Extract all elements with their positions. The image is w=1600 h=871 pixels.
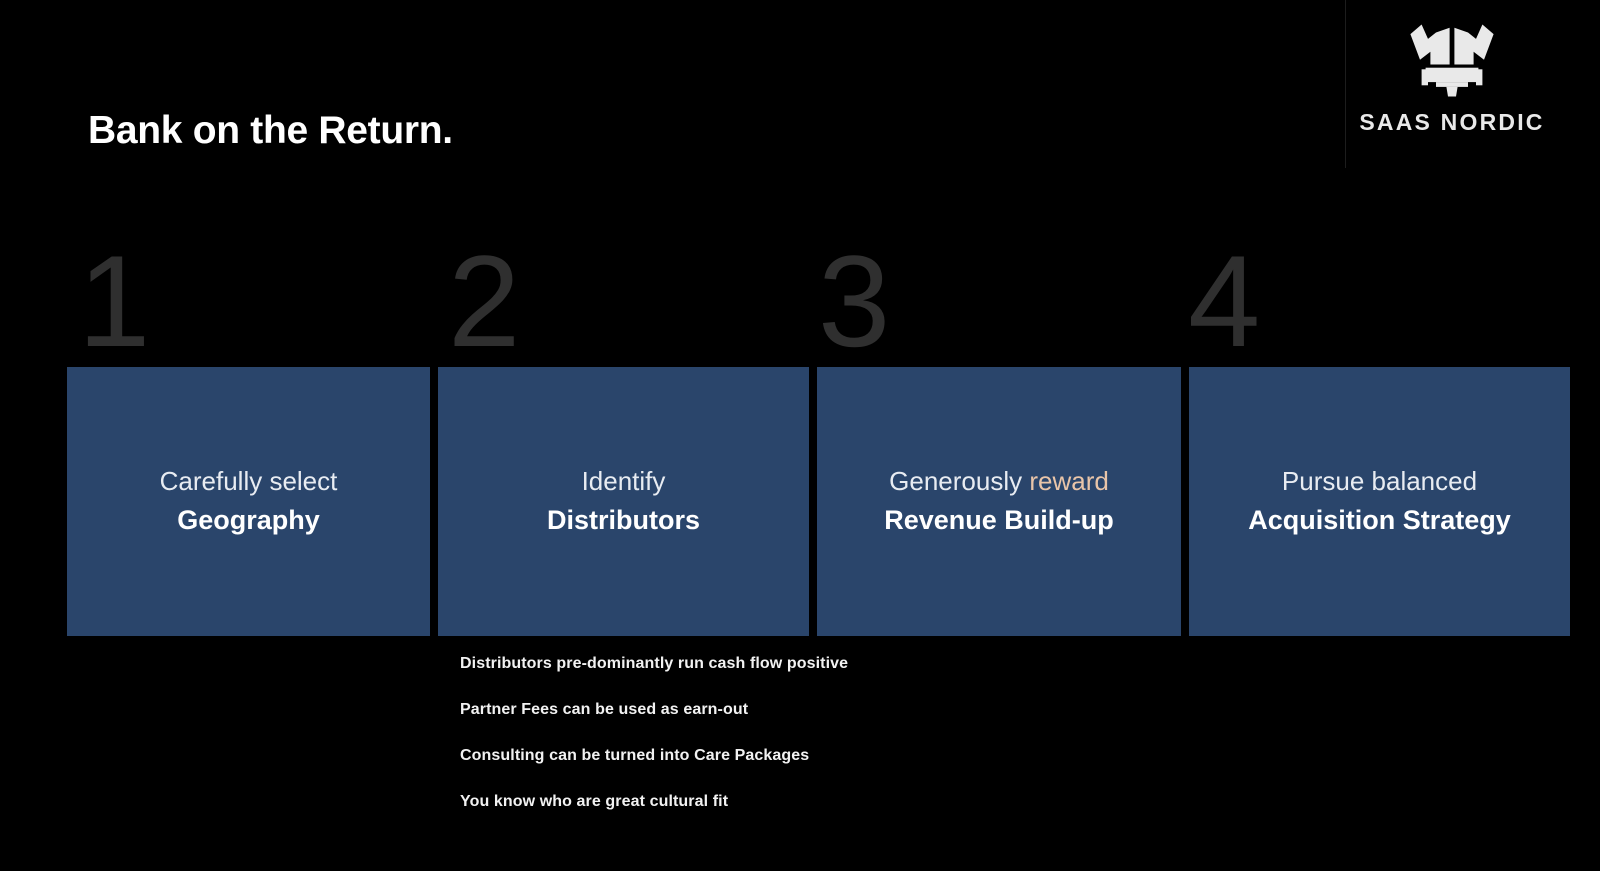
step-card-3-line1-accent: reward [1029,466,1109,496]
brand-name: SAAS NORDIC [1359,109,1545,135]
step-card-2-text: Identify Distributors [535,465,712,537]
step-card-3-line1: Generously reward [884,465,1114,498]
step-card-4-text: Pursue balanced Acquisition Strategy [1236,465,1523,537]
step-card-1-line1-text: Carefully select [159,466,338,496]
header-divider [1345,0,1346,168]
step-card-2[interactable]: Identify Distributors [438,367,809,636]
step-card-4-line1-text: Pursue balanced [1281,466,1478,496]
step-card-3-text: Generously reward Revenue Build-up [872,465,1126,537]
note-item: Partner Fees can be used as earn-out [460,701,749,718]
step-card-2-line2: Distributors [546,504,700,535]
step-card-2-line1-text: Identify [581,466,666,496]
step-card-4-line1: Pursue balanced [1248,465,1511,498]
step-number-3: 3 [818,228,891,374]
step-card-2-line1: Identify [547,465,700,498]
step-card-1-text: Carefully select Geography [148,465,350,537]
note-item: Consulting can be turned into Care Packa… [460,747,810,764]
step-card-3[interactable]: Generously reward Revenue Build-up [817,367,1181,636]
brand-logo: SAAS NORDIC [1352,18,1552,136]
step-cards: Carefully select Geography Identify Dist… [67,367,1570,636]
page-title: Bank on the Return. [88,109,453,152]
viking-helmet-icon [1410,24,1494,97]
step-card-1-line1: Carefully select [160,465,338,498]
note-item: Distributors pre-dominantly run cash flo… [460,655,849,672]
notes-list: Distributors pre-dominantly run cash flo… [460,655,1360,811]
step-numbers: 1 2 3 4 [67,236,1570,368]
step-card-1[interactable]: Carefully select Geography [67,367,430,636]
note-item: You know who are great cultural fit [460,793,729,810]
step-card-1-line2: Geography [177,504,320,535]
step-card-4[interactable]: Pursue balanced Acquisition Strategy [1189,367,1570,636]
step-number-4: 4 [1188,228,1261,374]
step-number-2: 2 [448,228,521,374]
step-number-1: 1 [78,228,151,374]
step-card-3-line1-text: Generously [889,466,1030,496]
step-card-3-line2: Revenue Build-up [884,504,1114,535]
step-card-4-line2: Acquisition Strategy [1248,504,1511,535]
